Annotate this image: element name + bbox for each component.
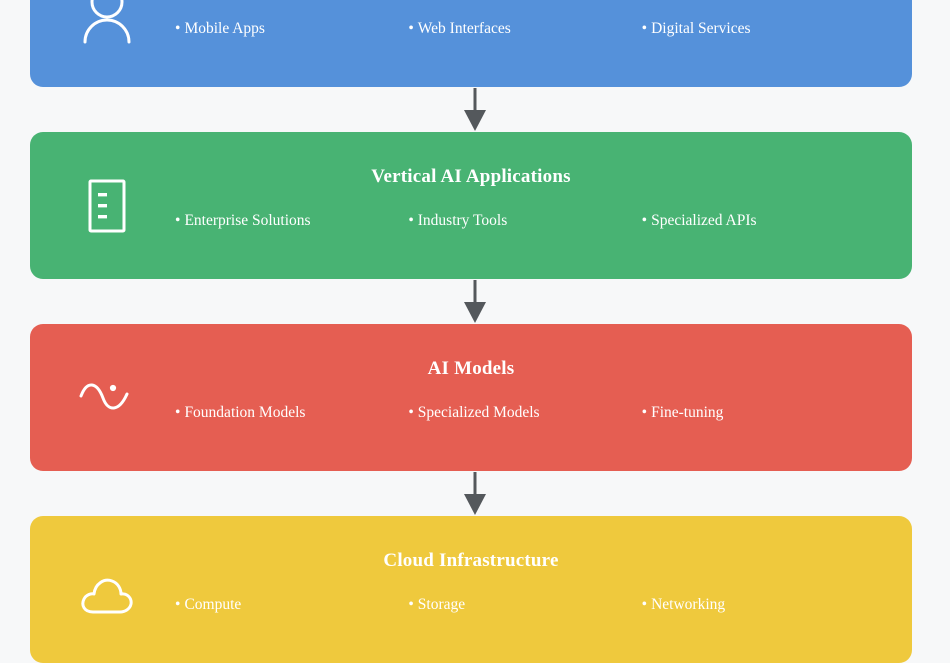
bullet-item: •Networking: [642, 595, 875, 615]
neural-wave-icon: [52, 367, 162, 429]
bullet-label: Enterprise Solutions: [184, 212, 311, 229]
layer-title-ai-models: AI Models: [427, 358, 515, 379]
bullet-label: Compute: [184, 596, 242, 613]
bullet-item: •Foundation Models: [175, 403, 408, 423]
layer-title-cloud-infrastructure: Cloud Infrastructure: [383, 550, 559, 571]
bullet-item: •Compute: [175, 595, 408, 615]
bullet-label: Digital Services: [651, 20, 751, 37]
bullet-label: Foundation Models: [184, 404, 306, 421]
bullet-dot-icon: •: [175, 596, 181, 613]
bullet-label: Storage: [417, 596, 466, 613]
bullet-label: Specialized APIs: [651, 212, 757, 229]
bullet-dot-icon: •: [175, 404, 181, 421]
layer-title-vertical-ai-applications: Vertical AI Applications: [371, 166, 571, 187]
bullet-dot-icon: •: [175, 212, 181, 229]
layer-bullets-vertical-ai-applications: •Enterprise Solutions•Industry Tools•Spe…: [175, 210, 875, 232]
bullet-dot-icon: •: [641, 404, 648, 421]
bullet-item: •Digital Services: [642, 19, 875, 39]
layer-card-user-applications[interactable]: [30, 0, 912, 87]
bullet-dot-icon: •: [641, 212, 648, 229]
user-icon: [52, 0, 162, 45]
bullet-label: Fine-tuning: [651, 404, 724, 421]
bullet-dot-icon: •: [641, 20, 648, 37]
bullet-label: Specialized Models: [417, 404, 540, 421]
bullet-item: •Specialized APIs: [642, 211, 875, 231]
flow-arrow-user-applications-to-vertical-ai-applications: [0, 88, 950, 132]
bullet-dot-icon: •: [408, 596, 414, 613]
bullet-item: •Industry Tools: [408, 211, 641, 231]
flow-arrow-ai-models-to-cloud-infrastructure: [0, 472, 950, 516]
document-list-icon: [52, 175, 162, 237]
bullet-dot-icon: •: [408, 20, 414, 37]
bullet-dot-icon: •: [641, 596, 648, 613]
bullet-item: •Fine-tuning: [642, 403, 875, 423]
bullet-dot-icon: •: [408, 212, 414, 229]
bullet-label: Mobile Apps: [184, 20, 265, 37]
bullet-dot-icon: •: [175, 20, 181, 37]
layer-card-cloud-infrastructure[interactable]: [30, 516, 912, 663]
bullet-item: •Enterprise Solutions: [175, 211, 408, 231]
bullet-item: •Web Interfaces: [408, 19, 641, 39]
layer-bullets-ai-models: •Foundation Models•Specialized Models•Fi…: [175, 402, 875, 424]
bullet-label: Networking: [651, 596, 726, 613]
bullet-dot-icon: •: [408, 404, 414, 421]
bullet-item: •Mobile Apps: [175, 19, 408, 39]
bullet-item: •Specialized Models: [408, 403, 641, 423]
layer-bullets-user-applications: •Mobile Apps•Web Interfaces•Digital Serv…: [175, 18, 875, 40]
bullet-label: Industry Tools: [417, 212, 508, 229]
layer-card-vertical-ai-applications[interactable]: [30, 132, 912, 279]
layer-bullets-cloud-infrastructure: •Compute•Storage•Networking: [175, 594, 875, 616]
layer-card-ai-models[interactable]: [30, 324, 912, 471]
bullet-label: Web Interfaces: [417, 20, 511, 37]
bullet-item: •Storage: [408, 595, 641, 615]
flow-arrow-vertical-ai-applications-to-ai-models: [0, 280, 950, 324]
